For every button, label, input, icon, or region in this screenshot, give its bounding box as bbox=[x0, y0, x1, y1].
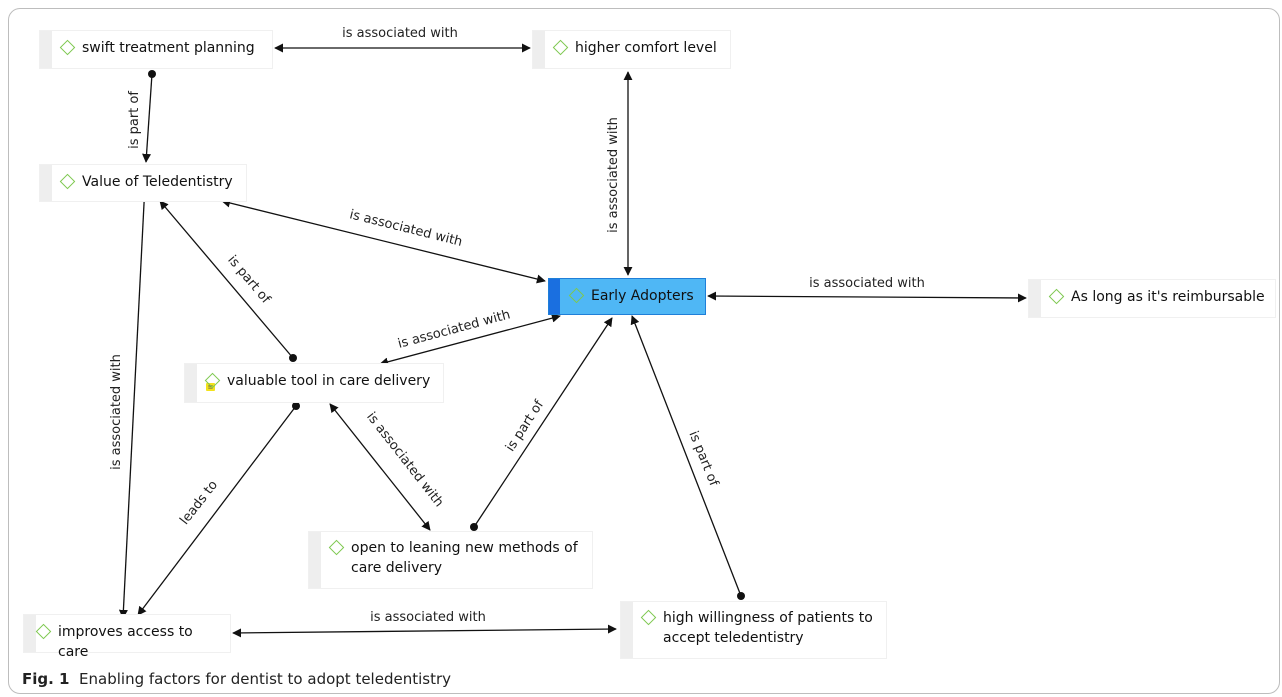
code-diamond-icon: ≡ bbox=[203, 371, 223, 391]
edge-willing-early-origin bbox=[737, 592, 745, 600]
edge-label-tool-early: is associated with bbox=[396, 307, 512, 351]
node-early-adopters[interactable]: Early Adopters bbox=[548, 278, 706, 315]
node-valuable-tool-in-care-delivery[interactable]: ≡ valuable tool in care delivery bbox=[185, 364, 443, 402]
edge-label-value-improves: is associated with bbox=[109, 354, 124, 470]
edge-value-improves[interactable] bbox=[118, 183, 150, 619]
node-label: swift treatment planning bbox=[82, 40, 255, 56]
node-label: improves access to care bbox=[58, 624, 193, 660]
node-swift-treatment-planning[interactable]: swift treatment planning bbox=[40, 31, 272, 68]
edge-label-value-early: is associated with bbox=[348, 207, 464, 250]
edge-label-tool-improves: leads to bbox=[177, 478, 221, 528]
edge-label-comfort-early: is associated with bbox=[606, 117, 621, 233]
edge-label-improves-willing: is associated with bbox=[370, 610, 486, 625]
figure-frame bbox=[8, 8, 1280, 694]
figure-caption-text: Enabling factors for dentist to adopt te… bbox=[79, 670, 451, 688]
node-improves-access-to-care[interactable]: improves access to care bbox=[24, 615, 230, 660]
node-as-long-as-reimbursable[interactable]: As long as it's reimbursable bbox=[1029, 280, 1275, 317]
node-label: valuable tool in care delivery bbox=[227, 373, 431, 389]
node-value-of-teledentistry[interactable]: Value of Teledentistry bbox=[40, 165, 246, 201]
figure-caption: Fig. 1 Enabling factors for dentist to a… bbox=[22, 670, 451, 688]
code-diamond-icon bbox=[1047, 287, 1067, 307]
edge-tool-open[interactable] bbox=[329, 403, 431, 531]
code-diamond-icon bbox=[58, 38, 78, 58]
node-label: Early Adopters bbox=[591, 288, 694, 304]
node-label: higher comfort level bbox=[575, 40, 717, 56]
code-diamond-icon bbox=[58, 172, 78, 192]
edge-swift-value[interactable] bbox=[142, 73, 153, 163]
node-label: open to leaning new methods of care deli… bbox=[351, 540, 578, 576]
node-higher-comfort-level[interactable]: higher comfort level bbox=[533, 31, 730, 68]
edge-tool-improves-origin bbox=[292, 402, 300, 410]
edge-tool-value-origin bbox=[289, 354, 297, 362]
node-high-willingness-of-patients[interactable]: high willingness of patients to accept t… bbox=[621, 602, 886, 658]
edge-label-early-reimb: is associated with bbox=[809, 276, 925, 291]
edge-label-tool-open: is associated with bbox=[363, 410, 446, 510]
edge-early-reimb[interactable] bbox=[707, 291, 1027, 303]
edge-open-early[interactable] bbox=[473, 317, 613, 528]
edge-tool-early[interactable] bbox=[379, 313, 561, 367]
edge-label-willing-early: is part of bbox=[685, 429, 721, 489]
edge-swift-value-origin bbox=[148, 70, 156, 78]
edge-value-early[interactable] bbox=[221, 198, 546, 284]
memo-icon: ≡ bbox=[206, 383, 215, 391]
code-diamond-icon bbox=[327, 538, 347, 558]
node-label: As long as it's reimbursable bbox=[1071, 289, 1265, 305]
node-open-to-leaning-new-methods[interactable]: open to leaning new methods of care deli… bbox=[309, 532, 592, 588]
edge-improves-willing[interactable] bbox=[232, 624, 617, 638]
code-diamond-icon bbox=[639, 608, 659, 628]
code-diamond-icon bbox=[551, 38, 571, 58]
edge-willing-early[interactable] bbox=[630, 315, 742, 597]
edge-tool-improves[interactable] bbox=[137, 405, 297, 616]
code-diamond-icon bbox=[567, 286, 587, 306]
code-diamond-icon bbox=[34, 622, 54, 642]
edge-label-swift-value: is part of bbox=[127, 91, 142, 149]
node-label: Value of Teledentistry bbox=[82, 174, 233, 190]
edge-label-swift-comfort: is associated with bbox=[342, 26, 458, 41]
edge-open-early-origin bbox=[470, 523, 478, 531]
node-label: high willingness of patients to accept t… bbox=[663, 610, 873, 646]
figure-number: Fig. 1 bbox=[22, 670, 70, 688]
edge-tool-value[interactable] bbox=[159, 200, 294, 359]
edge-label-tool-value: is part of bbox=[224, 253, 273, 307]
